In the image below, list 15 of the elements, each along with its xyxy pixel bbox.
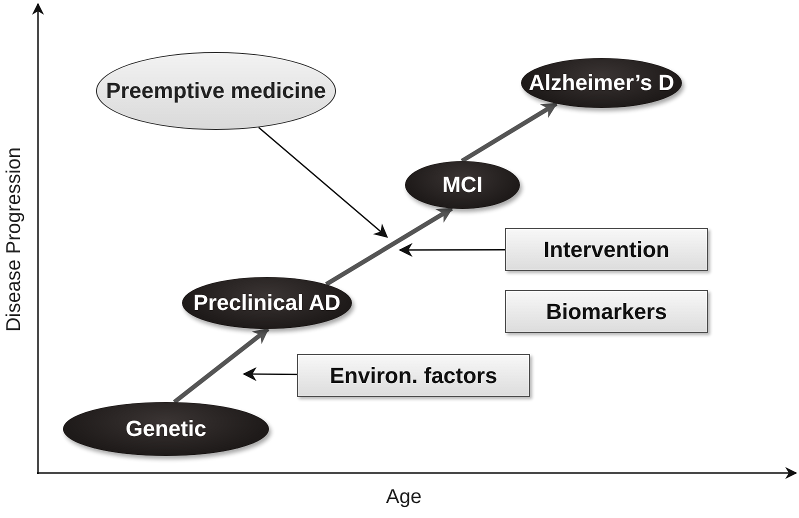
axis-label: Disease Progression <box>2 147 26 332</box>
ellipse-node: Alzheimer’s D <box>521 58 682 108</box>
ellipse-node: Preclinical AD <box>182 277 352 329</box>
label-box: Biomarkers <box>505 290 708 333</box>
progression-arrow <box>172 327 270 404</box>
arrow <box>398 242 505 257</box>
progression-arrow <box>325 206 454 286</box>
arrow <box>258 126 388 238</box>
arrow <box>242 367 297 382</box>
axis-label: Age <box>386 486 422 509</box>
ellipse-node: Preemptive medicine <box>96 52 336 130</box>
label-box: Intervention <box>505 228 708 271</box>
label-box: Environ. factors <box>297 354 530 397</box>
ellipse-node: MCI <box>405 161 520 209</box>
ellipse-node: Genetic <box>63 402 269 456</box>
